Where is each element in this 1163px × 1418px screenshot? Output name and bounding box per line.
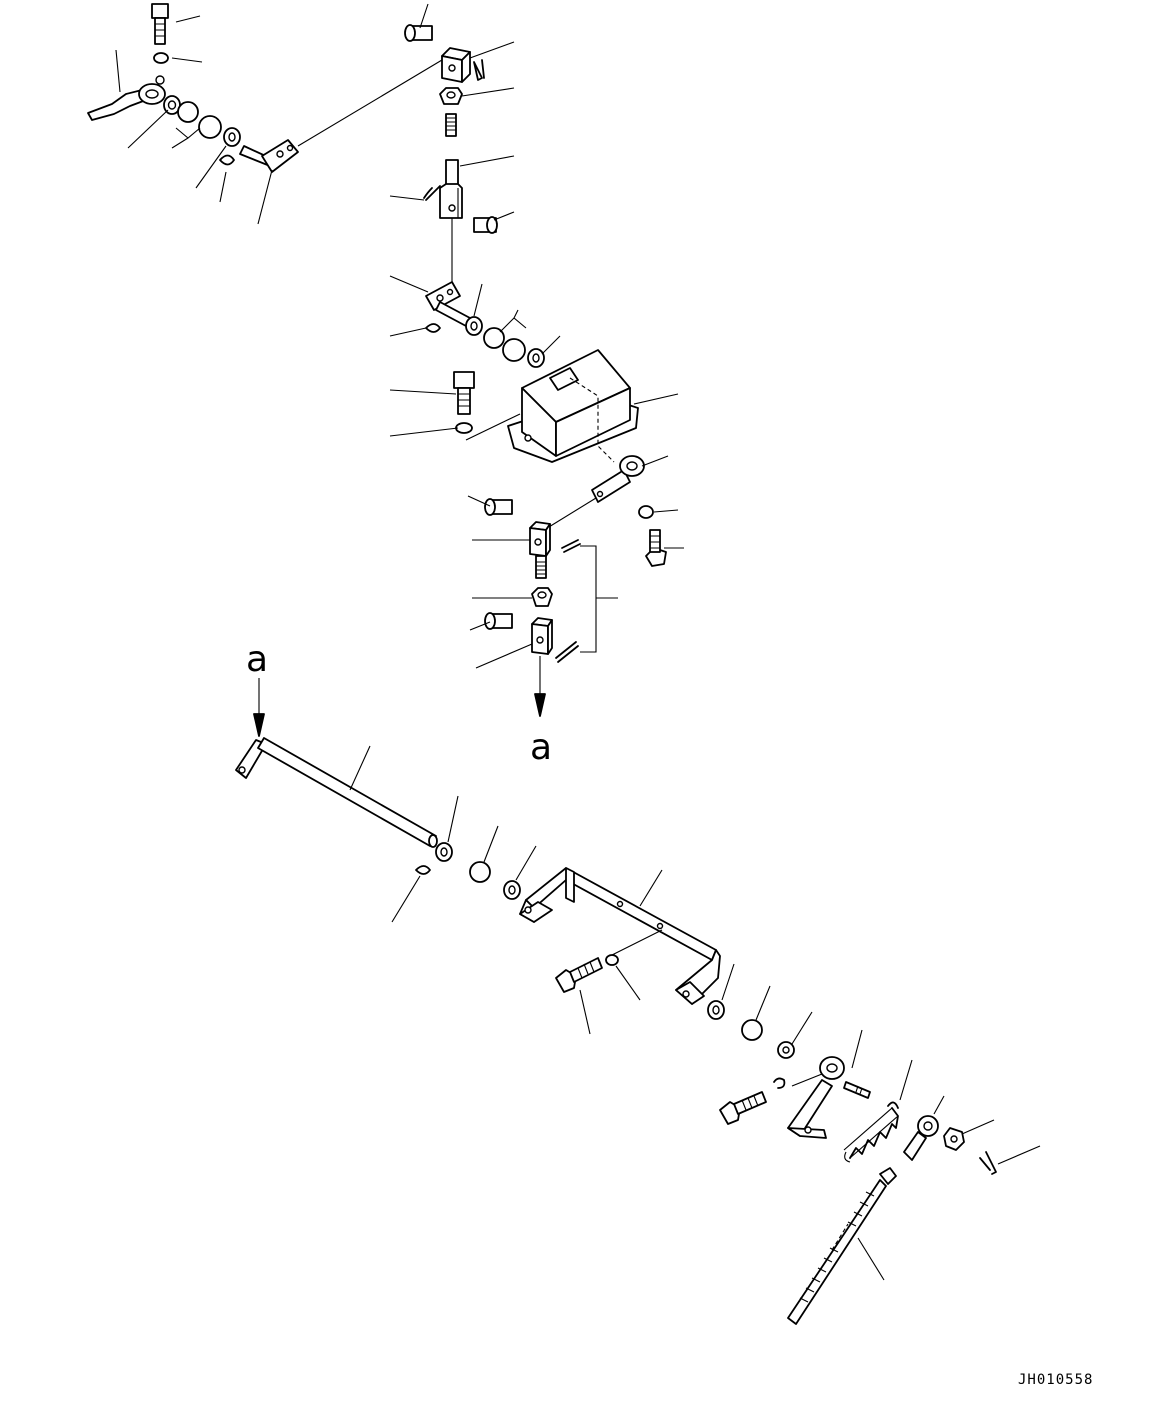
pin-d xyxy=(484,612,513,630)
bolt-d xyxy=(555,957,603,993)
adjusting-rod xyxy=(787,1167,897,1325)
bushing-f xyxy=(741,1019,763,1041)
nut-a xyxy=(439,87,463,105)
bushing-b xyxy=(198,115,222,139)
lever-plate-b xyxy=(425,281,471,327)
bushing-d xyxy=(502,338,526,362)
control-box xyxy=(507,349,639,463)
bolt-b xyxy=(453,371,475,415)
pin-a xyxy=(404,24,433,42)
cotter-pin-e xyxy=(979,1151,997,1175)
lever-arm xyxy=(87,75,166,121)
stud-a xyxy=(445,113,457,137)
spring xyxy=(843,1107,899,1163)
nut-b xyxy=(531,587,553,607)
upper-clevis-group xyxy=(389,3,515,282)
snap-ring xyxy=(153,52,169,64)
clevis-a xyxy=(441,47,471,83)
pin-c xyxy=(484,498,513,516)
lever-d xyxy=(787,1056,871,1139)
drawing-code: JH010558 xyxy=(1018,1372,1094,1388)
spring-clip xyxy=(887,1101,899,1109)
lever-arm-c xyxy=(591,455,645,503)
pin-b xyxy=(473,216,498,234)
bushing-a xyxy=(177,101,199,123)
bolt-c xyxy=(645,529,667,567)
rod-end-b xyxy=(903,1115,939,1161)
view-mark-bottom: a xyxy=(530,727,553,768)
cotter-pin-c xyxy=(561,539,581,553)
turnbuckle-rod xyxy=(439,159,463,219)
woodruff-key-c xyxy=(415,865,431,875)
cotter-pin-d xyxy=(555,641,579,663)
lock-washer-d xyxy=(605,954,619,966)
stud-b xyxy=(535,555,547,579)
control-box-group xyxy=(389,349,679,463)
woodruff-key-a xyxy=(219,154,235,166)
cross-shaft-group xyxy=(235,678,537,923)
u-bracket xyxy=(519,867,721,1005)
snap-ring-e xyxy=(773,1077,786,1089)
top-left-lever-group xyxy=(87,3,443,225)
bolt-top-left xyxy=(151,3,169,45)
view-mark-top: a xyxy=(246,639,269,680)
bushing-c xyxy=(483,327,505,349)
box-lever-group xyxy=(543,455,684,567)
cotter-pin-b xyxy=(423,185,441,201)
lower-clevis-group xyxy=(467,495,618,717)
nut-c xyxy=(943,1127,965,1151)
cross-shaft xyxy=(235,737,438,848)
lower-right-spring-group xyxy=(707,963,1041,1325)
cotter-pin-a xyxy=(473,59,485,81)
snap-ring-c xyxy=(638,505,654,519)
bracket-group xyxy=(519,867,721,1035)
shaft-plate xyxy=(239,139,299,173)
bolt-e xyxy=(719,1091,767,1125)
lock-washer-b xyxy=(455,422,473,434)
rod-end xyxy=(531,617,553,655)
middle-lever-group xyxy=(389,275,561,368)
woodruff-key-b xyxy=(425,323,441,333)
bushing-e xyxy=(469,861,491,883)
clevis-b xyxy=(529,521,551,557)
